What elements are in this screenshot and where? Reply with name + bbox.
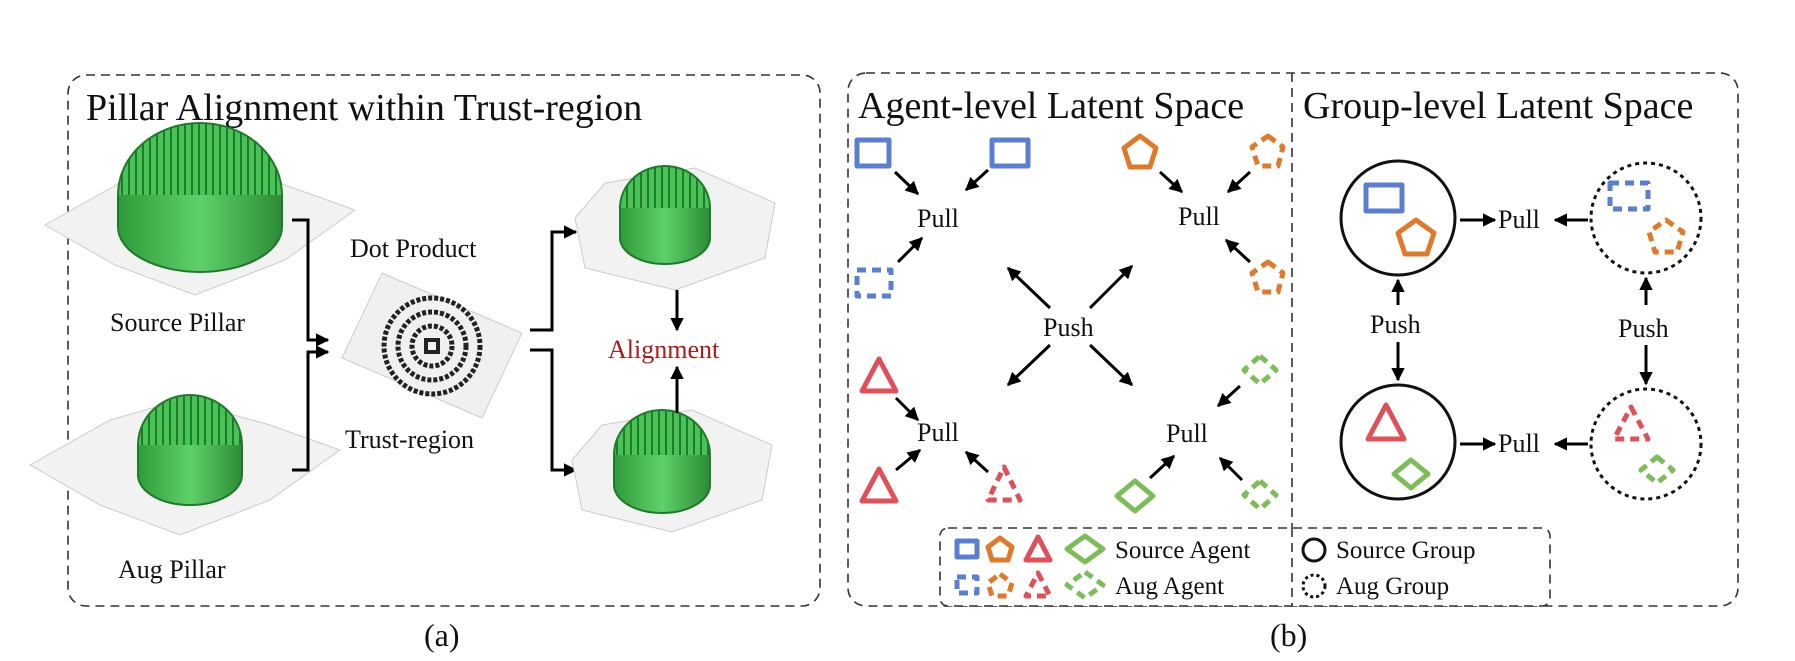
legend-aug-group: Aug Group: [1336, 573, 1449, 600]
aug-pillar-graphic: [28, 394, 342, 536]
source-agent-red-triangle-2: [859, 466, 899, 504]
panel-b: Agent-level Latent Space Group-level Lat…: [847, 72, 1739, 653]
source-pillar-label: Source Pillar: [110, 308, 245, 337]
group-pull-label-bottom: Pull: [1498, 429, 1540, 458]
panel-a: Pillar Alignment within Trust-region Sou…: [28, 74, 821, 653]
group-push-label-left: Push: [1370, 310, 1421, 339]
input-bracket-arrows: [292, 218, 330, 472]
legend-red-triangle: [1023, 534, 1053, 563]
source-pillar-graphic: [43, 122, 357, 296]
trust-region-graphic: [341, 272, 523, 419]
group-aug-red-triangle: [1611, 404, 1651, 442]
orange-agent-cluster: Pull: [1121, 133, 1286, 295]
group-green-diamond: [1391, 457, 1431, 491]
legend-green-diamond: [1064, 533, 1106, 565]
pull-label-green: Pull: [1166, 419, 1208, 448]
aug-group-top: [1589, 161, 1703, 275]
panel-a-caption: (a): [424, 617, 460, 653]
aug-group-bottom: [1589, 387, 1703, 501]
group-aug-orange-pentagon: [1646, 217, 1686, 255]
legend-orange-pentagon: [985, 535, 1015, 563]
legend-aug-blue-square: [954, 574, 980, 596]
aligned-source-pillar: [574, 165, 776, 291]
aug-agent-green-diamond-2: [1241, 478, 1279, 512]
agent-level-title: Agent-level Latent Space: [858, 85, 1244, 127]
group-level: Pull Pull Push Push: [1339, 159, 1703, 501]
legend-source-group: Source Group: [1336, 537, 1476, 564]
source-group-bottom: [1339, 383, 1457, 501]
aligned-aug-pillar: [571, 409, 773, 533]
red-agent-cluster: Pull: [859, 356, 1023, 504]
alignment-label: Alignment: [608, 335, 720, 364]
panel-b-caption: (b): [1270, 617, 1307, 653]
group-pull-label-top: Pull: [1498, 205, 1540, 234]
source-agent-blue-square-2: [989, 137, 1031, 169]
dot-product-label: Dot Product: [350, 234, 477, 263]
group-push-label-right: Push: [1618, 314, 1669, 343]
source-agent-red-triangle: [859, 356, 899, 394]
pull-label-blue: Pull: [917, 204, 959, 233]
group-red-triangle: [1365, 402, 1407, 442]
aug-agent-green-diamond: [1241, 353, 1279, 387]
group-blue-square: [1363, 182, 1405, 214]
source-group-top: [1339, 159, 1457, 277]
push-label-agent: Push: [1043, 313, 1094, 342]
blue-agent-cluster: Pull: [854, 137, 1031, 299]
aug-agent-orange-pentagon: [1249, 133, 1286, 169]
panel-b-border: [847, 72, 1739, 607]
aug-pillar-label: Aug Pillar: [118, 555, 226, 584]
output-bracket-arrows: [530, 225, 578, 477]
pull-label-orange: Pull: [1178, 202, 1220, 231]
group-aug-blue-square: [1607, 180, 1651, 212]
legend-aug-red-triangle: [1023, 570, 1053, 599]
pull-label-red: Pull: [917, 418, 959, 447]
source-agent-blue-square: [854, 137, 892, 169]
aug-agent-red-triangle: [985, 464, 1023, 503]
group-aug-green-diamond: [1638, 454, 1676, 486]
legend-aug-agent: Aug Agent: [1115, 573, 1224, 600]
legend-aug-orange-pentagon: [985, 571, 1015, 599]
legend-source-group-circle: [1301, 537, 1327, 563]
push-center: Push: [1006, 264, 1134, 387]
legend-box: [939, 527, 1551, 607]
source-agent-green-diamond: [1114, 478, 1156, 514]
aug-agent-blue-square: [854, 267, 894, 299]
legend-aug-group-circle: [1301, 573, 1327, 599]
aug-agent-orange-pentagon-2: [1249, 259, 1286, 295]
legend-source-agent: Source Agent: [1115, 537, 1250, 564]
panel-a-title: Pillar Alignment within Trust-region: [86, 87, 642, 129]
group-level-title: Group-level Latent Space: [1303, 85, 1693, 127]
legend: Source Agent Aug Agent Source Group Aug …: [939, 527, 1551, 607]
panel-a-border: [67, 74, 821, 607]
green-agent-cluster: Pull: [1114, 353, 1279, 514]
group-orange-pentagon: [1395, 217, 1437, 257]
source-agent-orange-pentagon: [1121, 133, 1159, 170]
legend-blue-square: [954, 538, 980, 560]
trust-region-label: Trust-region: [345, 425, 474, 454]
